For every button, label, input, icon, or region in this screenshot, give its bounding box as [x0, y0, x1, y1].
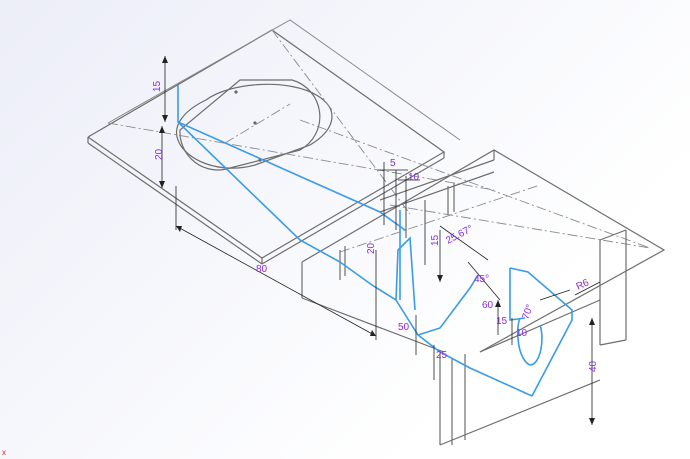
- dimension-labels: 15 20 80 5 10 15 25.67° 20 45° 60 15 10 …: [152, 80, 599, 372]
- dim-25-bottom: 25: [436, 350, 448, 361]
- dimension-arrows: [159, 56, 595, 425]
- dim-10-top: 10: [408, 172, 420, 183]
- dim-20-mid: 20: [366, 242, 377, 254]
- slot-outline: [176, 79, 333, 171]
- dim-45: 45°: [474, 274, 489, 285]
- dim-70: 70°: [520, 303, 536, 321]
- dim-40: 40: [588, 360, 599, 372]
- dim-8: R6: [575, 277, 592, 293]
- dim-80: 80: [256, 264, 268, 275]
- dim-25-67: 25.67°: [444, 223, 475, 246]
- sketch-path: [177, 85, 573, 397]
- dim-10-lower: 10: [516, 328, 528, 339]
- dim-60: 60: [482, 300, 494, 311]
- dim-50: 50: [398, 322, 410, 333]
- construction-lines: [107, 29, 651, 253]
- top-plate: [87, 19, 461, 265]
- dimension-lines: [161, 56, 601, 425]
- dim-5: 5: [390, 158, 396, 169]
- dim-15-mid: 15: [430, 234, 441, 246]
- dim-15-lower: 15: [496, 316, 508, 327]
- dim-15-top: 15: [152, 80, 163, 92]
- dim-20-left: 20: [154, 148, 165, 160]
- lower-body: [301, 149, 666, 446]
- origin-marker: x: [2, 448, 6, 457]
